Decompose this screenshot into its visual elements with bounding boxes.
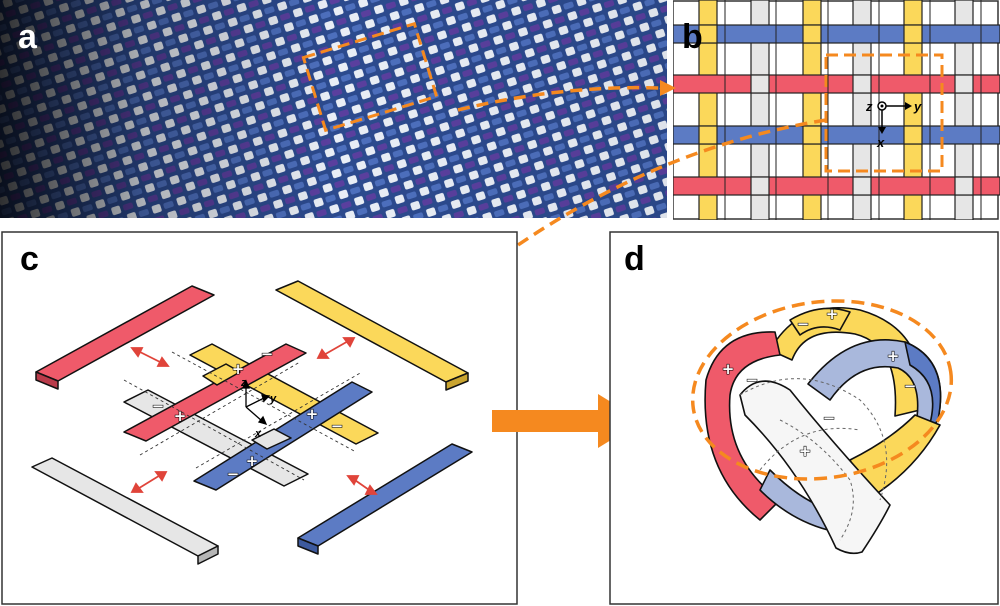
panel-c-label: c [20, 240, 39, 278]
zoom-arrow-b-to-c [473, 118, 827, 278]
unit-cell-box [824, 53, 944, 173]
d-sign-plus-top: + [826, 305, 839, 323]
sign-plus-gray: + [246, 452, 259, 470]
b-axis-x: x [876, 135, 885, 150]
d-sign-plus-left: + [722, 360, 735, 378]
d-sign-plus-right: + [887, 347, 900, 365]
panel-a-label: a [18, 18, 38, 56]
d-sign-minus-center: − [823, 409, 836, 427]
panel-c-axes: z y x [240, 377, 277, 440]
panel-d-label: d [624, 240, 645, 278]
panel-b-label: b [682, 18, 703, 56]
panel-b-weave-pattern: z y x b [673, 0, 1000, 220]
c-axis-x: x [254, 428, 262, 440]
panel-a-photo: a [0, 0, 667, 218]
inner-strips [123, 343, 379, 491]
sign-minus-blue: − [227, 465, 240, 483]
d-sign-minus-right: − [904, 377, 917, 395]
sign-minus-yellow: − [331, 417, 344, 435]
d-sign-plus-center: + [799, 442, 812, 460]
d-sign-minus-top: − [797, 315, 810, 333]
panel-d-closed-structure: d + − + − [609, 231, 999, 605]
panel-c-signs: + − − + + − + − [151, 344, 344, 483]
outer-strips [31, 280, 473, 565]
panel-d-signs: + − + − + − − + [721, 304, 917, 460]
sign-minus-gray: − [152, 397, 165, 415]
dimension-arrows [130, 337, 378, 495]
d-sign-minus-left: − [746, 371, 759, 389]
warp-over-crossings [698, 24, 974, 196]
b-axis-y: y [913, 99, 922, 114]
c-axis-y: y [269, 393, 277, 405]
c-axis-z: z [240, 377, 247, 389]
sign-plus-yellow: + [232, 360, 245, 378]
hidden-edges [739, 378, 888, 541]
ring-structure [704, 306, 942, 555]
zoom-arrowhead-a-to-b [660, 80, 676, 96]
cell-grid [724, 0, 982, 220]
panel-b-axes: z y x [865, 99, 922, 150]
closure-ellipse [690, 299, 954, 481]
fabric-shadow [0, 0, 667, 218]
sign-minus-red: − [261, 345, 274, 363]
guide-lines [123, 351, 363, 481]
sign-plus-red: + [174, 407, 187, 425]
panel-c-exploded-view: c [1, 231, 518, 605]
b-axis-z: z [865, 99, 873, 114]
zoom-region-box [301, 21, 439, 133]
sign-plus-blue: + [306, 405, 319, 423]
zoom-arrow-a-to-b [457, 85, 661, 112]
